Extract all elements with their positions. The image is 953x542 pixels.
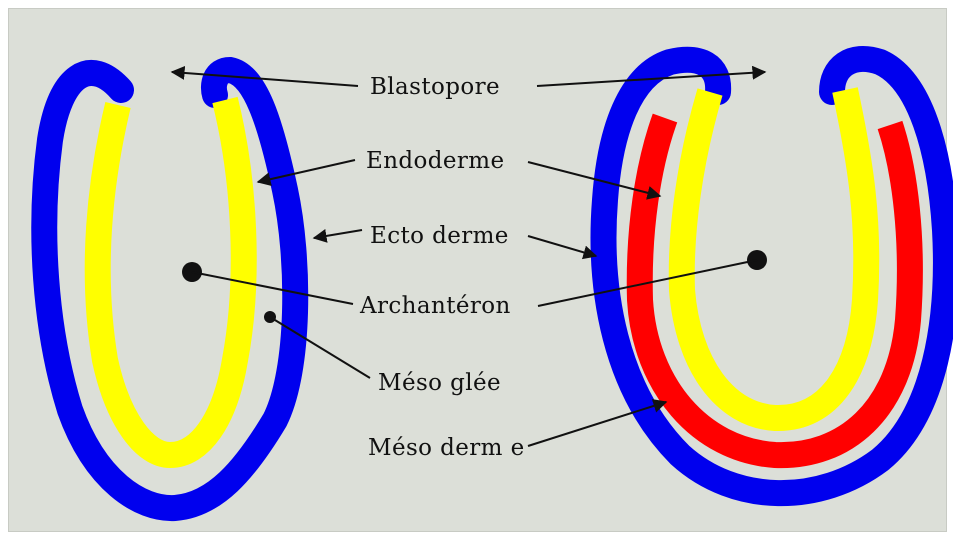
right-endoderm — [682, 90, 867, 418]
label-mesoderme: Méso derm e — [368, 435, 525, 461]
ectoderme-arrow-right — [528, 236, 596, 256]
label-mesoglee: Méso glée — [378, 370, 501, 396]
left-embryo — [44, 70, 295, 508]
blastopore-arrow-left — [172, 72, 358, 86]
label-endoderme: Endoderme — [366, 148, 505, 174]
labels: Blastopore Endoderme Ecto derme Archanté… — [359, 74, 525, 461]
label-blastopore: Blastopore — [370, 74, 500, 100]
label-archenteron: Archantéron — [359, 293, 511, 319]
label-ectoderme: Ecto derme — [370, 223, 509, 249]
archenteron-line-left — [192, 272, 353, 304]
ectoderme-arrow-left — [314, 230, 362, 238]
right-embryo — [604, 59, 946, 493]
